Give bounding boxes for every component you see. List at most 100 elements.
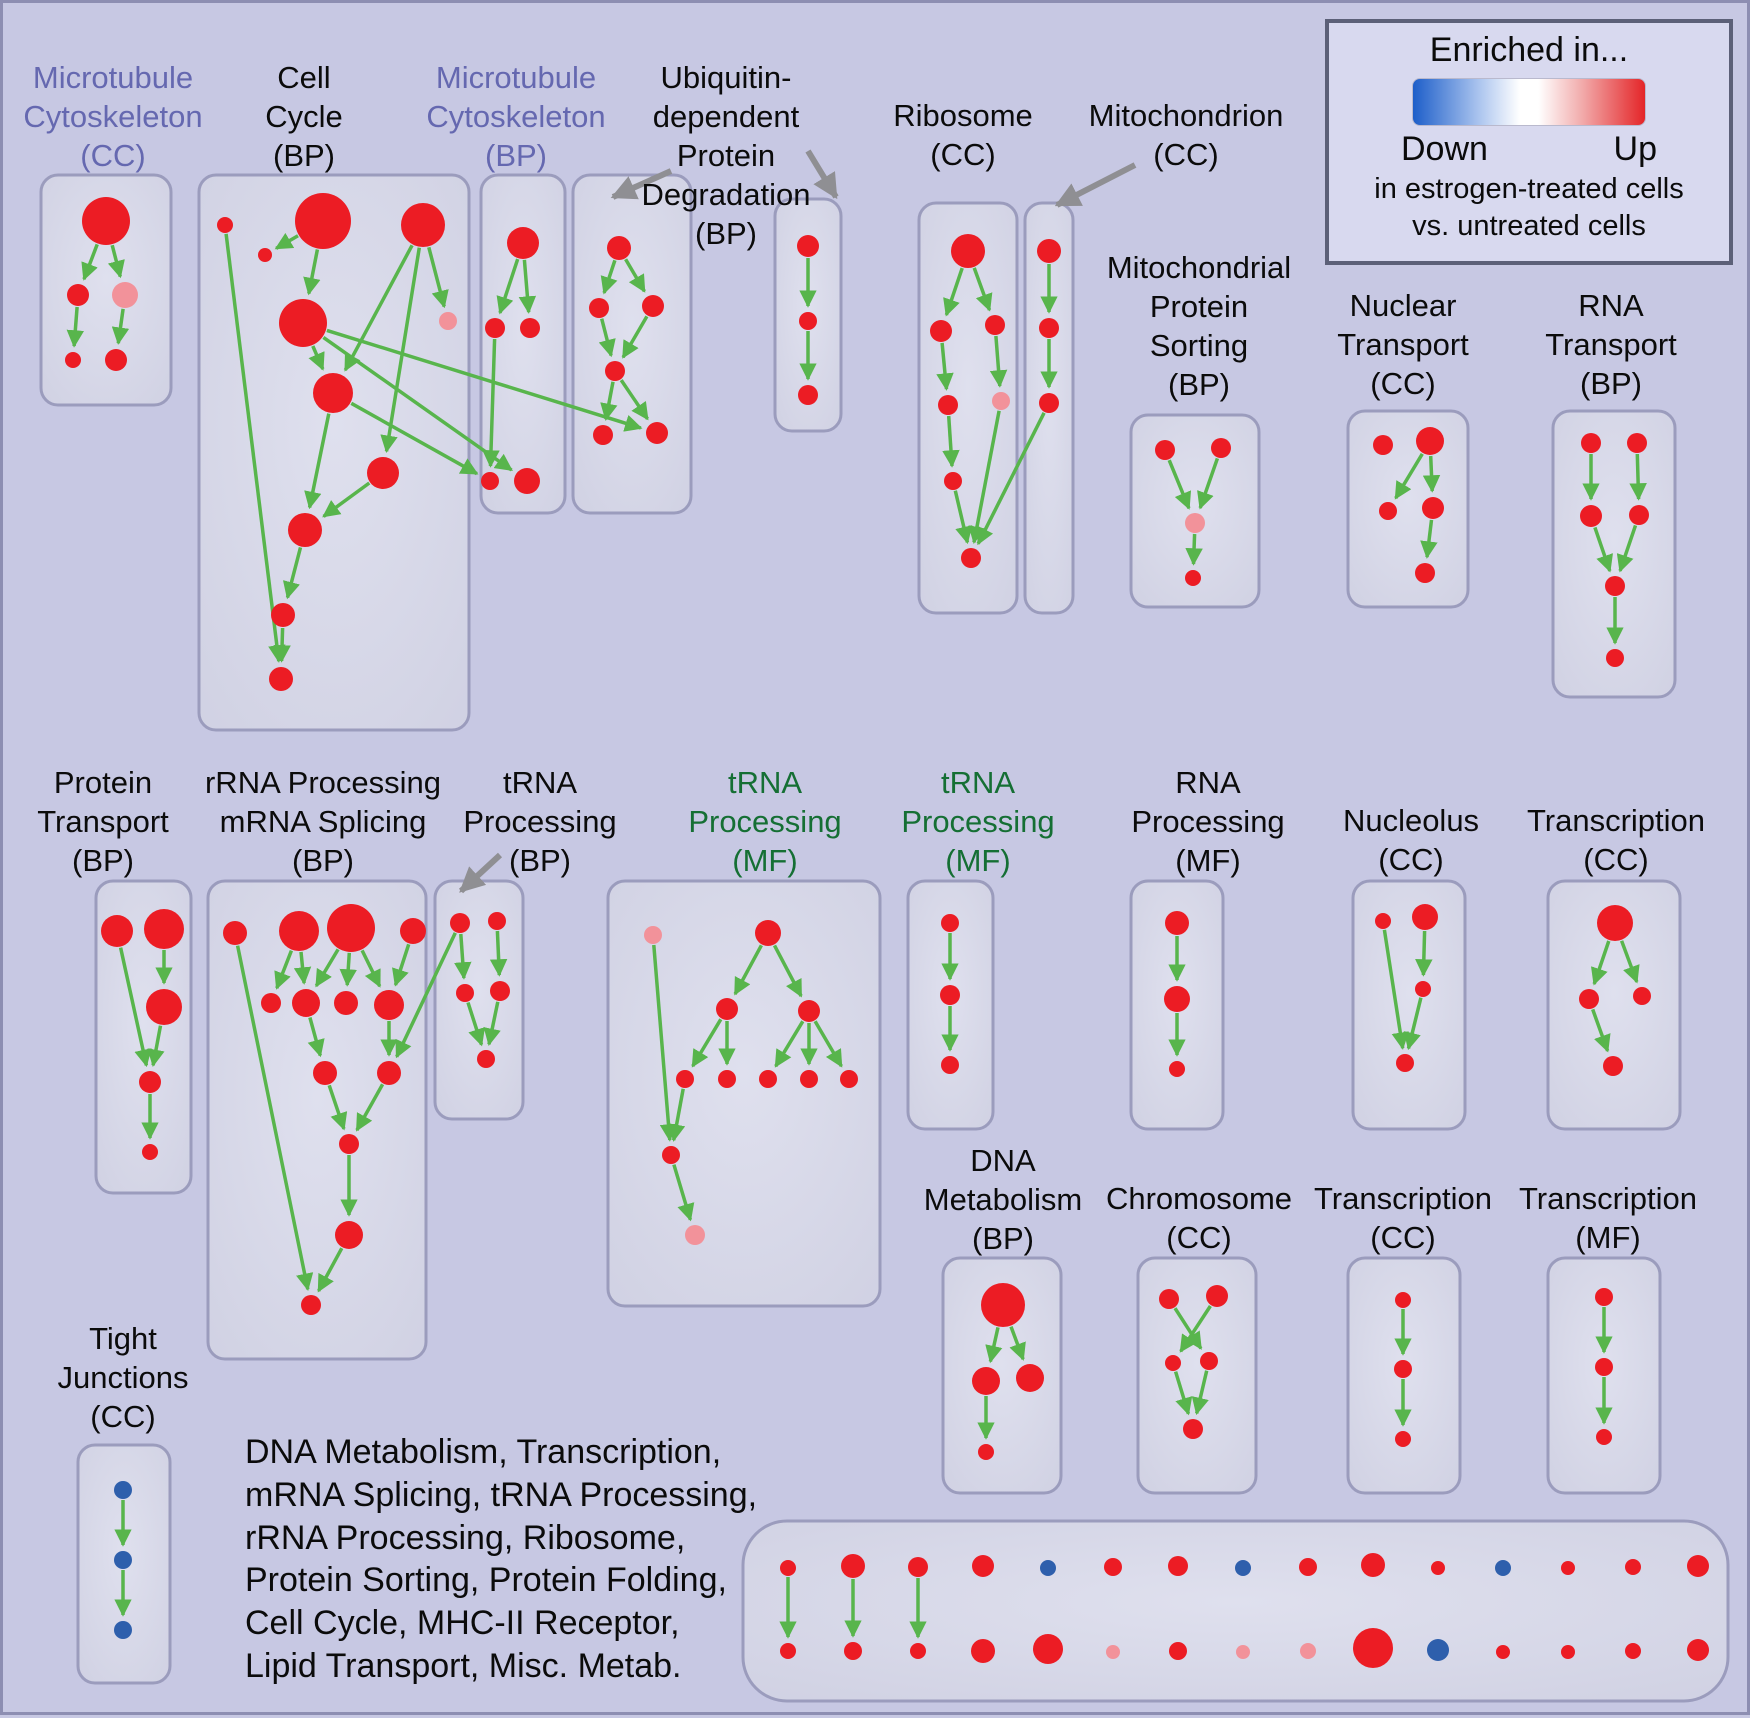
node-f5: [992, 392, 1010, 410]
cluster-box-microtubule-bp: [479, 173, 567, 515]
edge-l2-l6: [293, 951, 312, 985]
node-x11b: [1427, 1639, 1449, 1661]
legend-up-label: Up: [1613, 130, 1657, 168]
annotation-arrow-ubiquitin-left: [610, 168, 673, 200]
cluster-box-trna-mf-2: [906, 879, 995, 1131]
node-b5: [439, 312, 457, 330]
edge-l9-l11: [327, 1084, 348, 1131]
node-l1: [223, 921, 247, 945]
node-x9t: [1299, 1558, 1317, 1576]
node-f1: [951, 234, 985, 268]
edge-f2-f4: [936, 342, 954, 391]
node-s2: [972, 1367, 1000, 1395]
node-i3: [1379, 502, 1397, 520]
cluster-box-dna-metabolism: [941, 1256, 1063, 1495]
node-l4: [400, 918, 426, 944]
node-x15b: [1687, 1639, 1709, 1661]
node-a5: [105, 349, 127, 371]
edge-t2-t3: [1179, 1305, 1212, 1353]
node-b10: [269, 667, 293, 691]
node-t3: [1165, 1355, 1181, 1371]
edge-j2-j4: [1629, 453, 1647, 501]
edge-h3-h4: [1185, 533, 1203, 566]
node-h1: [1155, 440, 1175, 460]
node-a1: [82, 197, 130, 245]
cluster-box-nucleolus: [1351, 879, 1467, 1131]
cluster-box-misc: [741, 1519, 1730, 1703]
node-t5: [1183, 1419, 1203, 1439]
node-l12: [335, 1221, 363, 1249]
node-m3: [456, 984, 474, 1002]
node-n3: [716, 998, 738, 1020]
node-b4: [279, 299, 327, 347]
node-j4: [1629, 505, 1649, 525]
node-e1: [797, 235, 819, 257]
edge-j4-j5: [1616, 524, 1638, 573]
node-r3: [1633, 987, 1651, 1005]
edge-b3-b7: [380, 247, 422, 454]
node-v3: [1596, 1429, 1612, 1445]
edge-d1-d2: [600, 259, 618, 295]
legend-down-label: Down: [1401, 130, 1488, 168]
node-f4: [938, 395, 958, 415]
edge-s1-s3: [1009, 1325, 1026, 1361]
edge-q1-q4: [1382, 929, 1409, 1050]
node-o3: [941, 1056, 959, 1074]
node-x12b: [1496, 1645, 1510, 1659]
node-w1: [114, 1481, 132, 1499]
node-l9: [313, 1061, 337, 1085]
cluster-box-trna-mf-1: [606, 879, 882, 1308]
node-i2: [1416, 427, 1444, 455]
node-w3: [114, 1621, 132, 1639]
node-b2: [295, 193, 351, 249]
node-l10: [377, 1061, 401, 1085]
node-n7: [759, 1070, 777, 1088]
node-k1: [101, 915, 133, 947]
node-t4: [1200, 1352, 1218, 1370]
node-x1t: [780, 1560, 796, 1576]
edge-n4-n9: [813, 1020, 843, 1068]
edge-b9-b10: [273, 627, 291, 663]
node-h2: [1211, 438, 1231, 458]
node-i1: [1373, 435, 1393, 455]
node-l2: [279, 911, 319, 951]
node-o1: [941, 914, 959, 932]
node-b8: [288, 513, 322, 547]
edge-n4-n7: [774, 1020, 805, 1068]
edge-k1-k4: [118, 947, 152, 1068]
node-x6b: [1106, 1645, 1120, 1659]
edge-l3-l8: [360, 949, 382, 988]
node-x4b: [971, 1639, 995, 1663]
node-m2: [488, 912, 506, 930]
node-x9b: [1300, 1643, 1316, 1659]
edge-c1-c3: [518, 259, 537, 314]
node-l13: [301, 1295, 321, 1315]
edge-n1-n10: [652, 944, 678, 1142]
node-x1b: [780, 1643, 796, 1659]
node-c4: [481, 472, 499, 490]
node-i4: [1422, 497, 1444, 519]
node-u2: [1394, 1360, 1412, 1378]
node-j2: [1627, 433, 1647, 453]
node-f3: [985, 315, 1005, 335]
node-x3t: [908, 1557, 928, 1577]
node-p1: [1165, 911, 1189, 935]
cluster-box-cell-cycle: [197, 173, 471, 732]
edge-q3-q4: [1403, 997, 1423, 1051]
node-g2: [1039, 318, 1059, 338]
node-x10t: [1361, 1553, 1385, 1577]
node-c5: [514, 468, 540, 494]
nodes-layer: [65, 193, 1709, 1668]
node-k2: [144, 909, 184, 949]
node-m1: [450, 913, 470, 933]
edge-d1-d3: [624, 258, 646, 293]
edge-b3-b5: [427, 246, 449, 309]
node-d4: [605, 361, 625, 381]
edge-f6-f7: [953, 490, 973, 545]
edge-d3-d4: [621, 315, 649, 359]
edge-q2-q3: [1415, 930, 1433, 977]
node-s4: [978, 1444, 994, 1460]
cluster-box-mito-protein-sorting: [1129, 413, 1261, 609]
edge-i4-i5: [1420, 519, 1438, 559]
node-j6: [1606, 649, 1624, 667]
